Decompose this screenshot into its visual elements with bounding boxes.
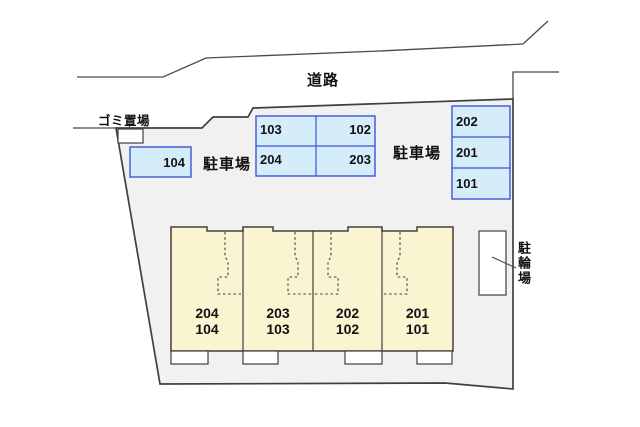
unit-label-201-101: 201 101 [382, 305, 453, 337]
parking-label-left: 駐車場 [203, 156, 252, 173]
bicycle-leader-line [491, 256, 517, 269]
parking-spot-label-203: 203 [349, 152, 371, 167]
road-upper-boundary-line [77, 20, 549, 78]
unit-upper-room: 204 [195, 305, 219, 321]
unit-lower-room: 102 [335, 321, 360, 337]
parking-spot-label-102: 102 [349, 122, 371, 137]
parking-spot-label-201: 201 [456, 145, 478, 160]
staircase-dashed-unit-4 [383, 232, 408, 295]
parking-stack-box [451, 105, 511, 200]
unit-upper-room: 201 [405, 305, 430, 321]
parking-spot-label-104: 104 [163, 155, 185, 170]
parking-spot-label-202: 202 [456, 114, 478, 129]
staircase-dashed-unit-2 [287, 232, 312, 295]
parking-spot-label-101: 101 [456, 176, 478, 191]
unit-lower-room: 103 [266, 321, 290, 337]
entrance-porch-unit-3 [344, 350, 383, 365]
entrance-porch-unit-1 [170, 350, 209, 365]
entrance-porch-unit-2 [242, 350, 279, 365]
unit-lower-room: 104 [195, 321, 219, 337]
parking-label-right: 駐車場 [393, 145, 442, 162]
unit-label-202-102: 202 102 [313, 305, 382, 337]
parking-spot-104-box [129, 146, 192, 178]
unit-upper-room: 203 [266, 305, 290, 321]
unit-upper-room: 202 [335, 305, 360, 321]
garbage-area-box [117, 128, 144, 144]
unit-lower-room: 101 [405, 321, 430, 337]
parking-spot-label-204: 204 [260, 152, 282, 167]
neighbor-boundary-line [512, 71, 559, 99]
parking-spot-label-103: 103 [260, 122, 282, 137]
bicycle-parking-box [478, 230, 507, 296]
entrance-porch-unit-4 [416, 350, 453, 365]
unit-label-204-104: 204 104 [171, 305, 243, 337]
bicycle-parking-label: 駐輪場 [516, 241, 531, 286]
staircase-dashed-unit-3 [314, 232, 339, 295]
unit-label-203-103: 203 103 [243, 305, 313, 337]
staircase-dashed-unit-1 [217, 232, 242, 295]
garbage-area-label: ゴミ置場 [98, 114, 151, 128]
road-label: 道路 [306, 72, 339, 89]
